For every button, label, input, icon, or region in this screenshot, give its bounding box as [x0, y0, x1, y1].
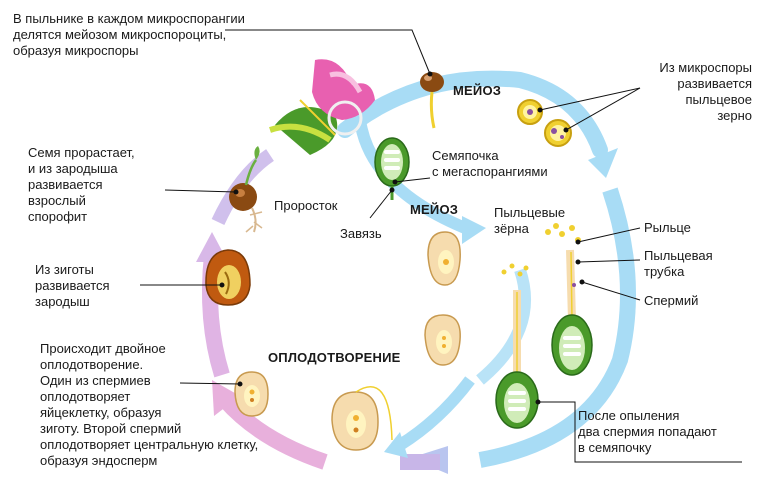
- stage-meiosis-top: МЕЙОЗ: [453, 83, 502, 98]
- pistil-after-pollination: [495, 290, 539, 429]
- label-sprout: Проросток: [274, 198, 338, 213]
- leader-lines: [140, 29, 742, 463]
- seed-with-embryo: [205, 249, 251, 306]
- pollen-grains: [501, 223, 581, 277]
- seedling: [229, 146, 263, 233]
- label-pollen-tube: Пыльцевая трубка: [644, 248, 713, 279]
- stage-meiosis-middle: МЕЙОЗ: [410, 202, 459, 217]
- label-pollen-grains: Пыльцевые зёрна: [494, 205, 566, 236]
- stage-fertilization: ОПЛОДОТВОРЕНИЕ: [268, 350, 401, 365]
- flower: [269, 59, 375, 155]
- cycle-arrow-outer: [196, 70, 636, 474]
- label-ovule: Семяпочка с мегаспорангиями: [432, 148, 548, 179]
- pistil-with-pollen-tube: [551, 249, 593, 376]
- fertilized-ovule: [331, 386, 393, 451]
- developing-ovule-1: [427, 231, 461, 286]
- label-pollen-from-microspore: Из микроспоры развивается пыльцевое зерн…: [659, 60, 752, 123]
- label-after-pollination: После опыления два спермия попадают в се…: [578, 408, 717, 455]
- label-microspore-division: В пыльнике в каждом микроспорангии делят…: [13, 11, 245, 58]
- developing-ovule-2: [424, 314, 461, 366]
- label-double-fertilization: Происходит двойное оплодотворение. Один …: [40, 341, 259, 468]
- anther: [420, 72, 444, 129]
- label-embryo-from-zygote: Из зиготы развивается зародыш: [35, 262, 110, 309]
- label-seed-germinates: Семя прорастает, и из зародыша развивает…: [28, 145, 135, 224]
- ovule-double-fertilization: [234, 371, 269, 417]
- label-stigma: Рыльце: [644, 220, 691, 235]
- label-sperm: Спермий: [644, 293, 699, 308]
- label-ovary: Завязь: [340, 226, 382, 241]
- microspores: [517, 99, 572, 147]
